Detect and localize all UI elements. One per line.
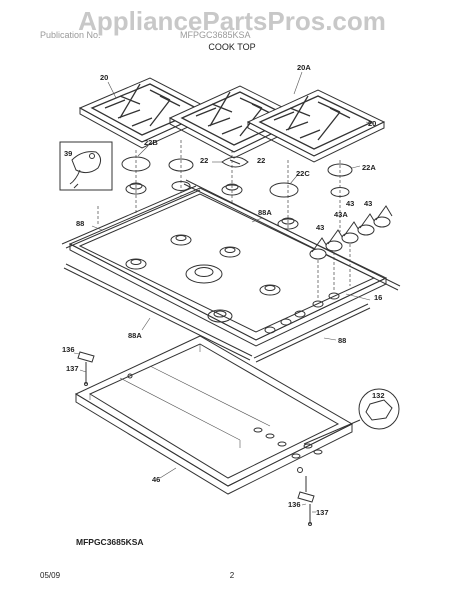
header-partial-text: Publication No. bbox=[40, 30, 101, 40]
section-title: COOK TOP bbox=[208, 42, 255, 52]
callout-20-left: 20 bbox=[100, 73, 108, 82]
burner-cap-22 bbox=[221, 156, 249, 168]
callout-22c: 22C bbox=[296, 169, 310, 178]
knob-3 bbox=[341, 221, 361, 244]
header-partial-model: MFPGC3685KSA bbox=[180, 30, 251, 40]
callout-20a: 20A bbox=[297, 63, 311, 72]
knob-5 bbox=[373, 205, 393, 228]
bracket-136-top bbox=[77, 351, 95, 386]
bottom-pan-46 bbox=[74, 335, 354, 495]
callout-136-bottom: 136 bbox=[288, 500, 301, 509]
burner-cap-22b bbox=[121, 156, 151, 172]
footer-date: 05/09 bbox=[40, 571, 61, 580]
grate-right bbox=[246, 89, 386, 163]
bracket-136-bottom bbox=[297, 476, 315, 526]
knob-4 bbox=[357, 213, 377, 236]
model-number: MFPGC3685KSA bbox=[76, 537, 144, 547]
callout-137-top: 137 bbox=[66, 364, 79, 373]
callout-137-bottom: 137 bbox=[316, 508, 329, 517]
callout-22b: 22B bbox=[144, 138, 158, 147]
callout-labels: 20 20A 20 39 22B 22 22 22C 22A 88 88A 43… bbox=[62, 63, 385, 517]
watermark-text: AppliancePartsPros.com bbox=[78, 6, 386, 36]
callout-16: 16 bbox=[374, 293, 382, 302]
callout-46: 46 bbox=[152, 475, 160, 484]
knob-2 bbox=[325, 229, 345, 252]
callout-43-b: 43 bbox=[346, 199, 354, 208]
page-number: 2 bbox=[230, 571, 235, 580]
burner-cap-22c bbox=[269, 182, 299, 198]
burner-caps bbox=[121, 156, 353, 198]
trim-strips bbox=[61, 179, 401, 363]
callout-88-top: 88 bbox=[76, 219, 84, 228]
callout-88a-bottom: 88A bbox=[128, 331, 142, 340]
callout-88a-top: 88A bbox=[258, 208, 272, 217]
callout-22-right: 22 bbox=[257, 156, 265, 165]
leader-lines bbox=[73, 71, 375, 513]
callout-20-right: 20 bbox=[368, 119, 376, 128]
callout-43-c: 43 bbox=[364, 199, 372, 208]
callout-39: 39 bbox=[64, 149, 72, 158]
callout-43a: 43A bbox=[334, 210, 348, 219]
igniter-assembly-39 bbox=[59, 141, 113, 191]
callout-22a: 22A bbox=[362, 163, 376, 172]
callout-132: 132 bbox=[372, 391, 385, 400]
callout-88-bottom: 88 bbox=[338, 336, 346, 345]
callout-22-left: 22 bbox=[200, 156, 208, 165]
control-knobs bbox=[309, 205, 393, 300]
connector-132 bbox=[303, 388, 400, 445]
callout-136-top: 136 bbox=[62, 345, 75, 354]
callout-43-a: 43 bbox=[316, 223, 324, 232]
